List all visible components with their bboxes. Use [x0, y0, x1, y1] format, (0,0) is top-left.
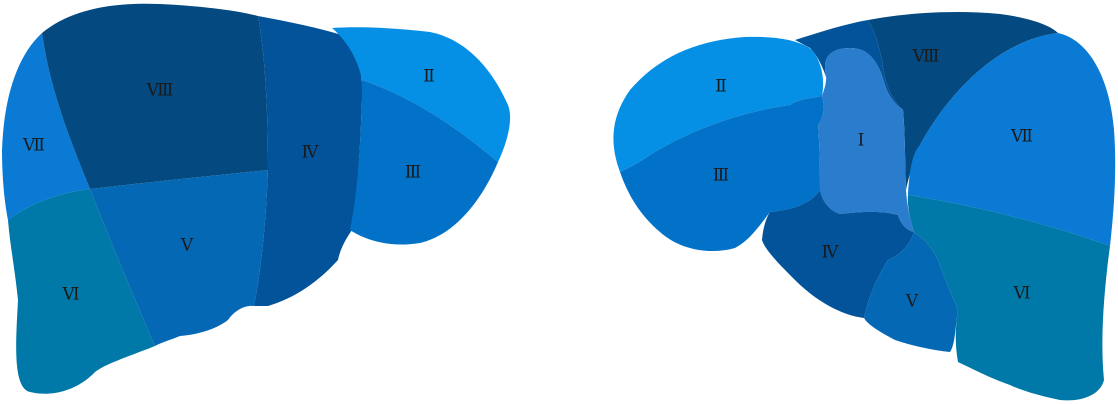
anterior-segment-6 — [8, 189, 155, 394]
inferior-segment-4-upper — [795, 20, 903, 110]
inferior-label-2: Ⅱ — [715, 77, 727, 97]
inferior-label-8: Ⅷ — [912, 47, 940, 67]
anterior-label-5: Ⅴ — [180, 236, 194, 256]
anterior-label-3: Ⅲ — [405, 163, 421, 183]
anterior-segment-5 — [90, 170, 268, 346]
inferior-label-6: Ⅵ — [1012, 284, 1030, 304]
anterior-liver-view: Ⅷ Ⅶ Ⅳ Ⅱ Ⅲ Ⅴ Ⅵ — [2, 3, 511, 394]
anterior-segment-4 — [254, 16, 363, 306]
anterior-segment-7 — [2, 33, 90, 220]
inferior-label-1: Ⅰ — [858, 131, 865, 151]
anterior-segment-2 — [332, 27, 511, 162]
inferior-segment-8 — [868, 12, 1058, 190]
inferior-label-7: Ⅶ — [1010, 127, 1033, 147]
inferior-label-5: Ⅴ — [905, 292, 919, 312]
inferior-label-3: Ⅲ — [713, 166, 729, 186]
anterior-label-7: Ⅶ — [22, 136, 45, 156]
anterior-segment-3 — [350, 80, 498, 245]
inferior-segment-6 — [907, 195, 1110, 401]
inferior-segment-3 — [620, 96, 824, 252]
inferior-segment-2 — [613, 36, 824, 173]
anterior-label-2: Ⅱ — [423, 67, 435, 87]
anterior-label-4: Ⅳ — [302, 143, 320, 163]
anterior-segment-8 — [42, 3, 268, 190]
inferior-segment-4 — [762, 190, 914, 318]
inferior-liver-view: Ⅷ Ⅶ Ⅱ Ⅰ Ⅲ Ⅳ Ⅴ Ⅵ — [613, 12, 1116, 401]
inferior-segment-7 — [908, 33, 1116, 246]
inferior-label-4: Ⅳ — [822, 243, 840, 263]
anterior-label-6: Ⅵ — [61, 285, 79, 305]
inferior-segment-5 — [864, 232, 958, 352]
inferior-segment-1 — [818, 48, 914, 232]
anterior-label-8: Ⅷ — [146, 81, 174, 101]
